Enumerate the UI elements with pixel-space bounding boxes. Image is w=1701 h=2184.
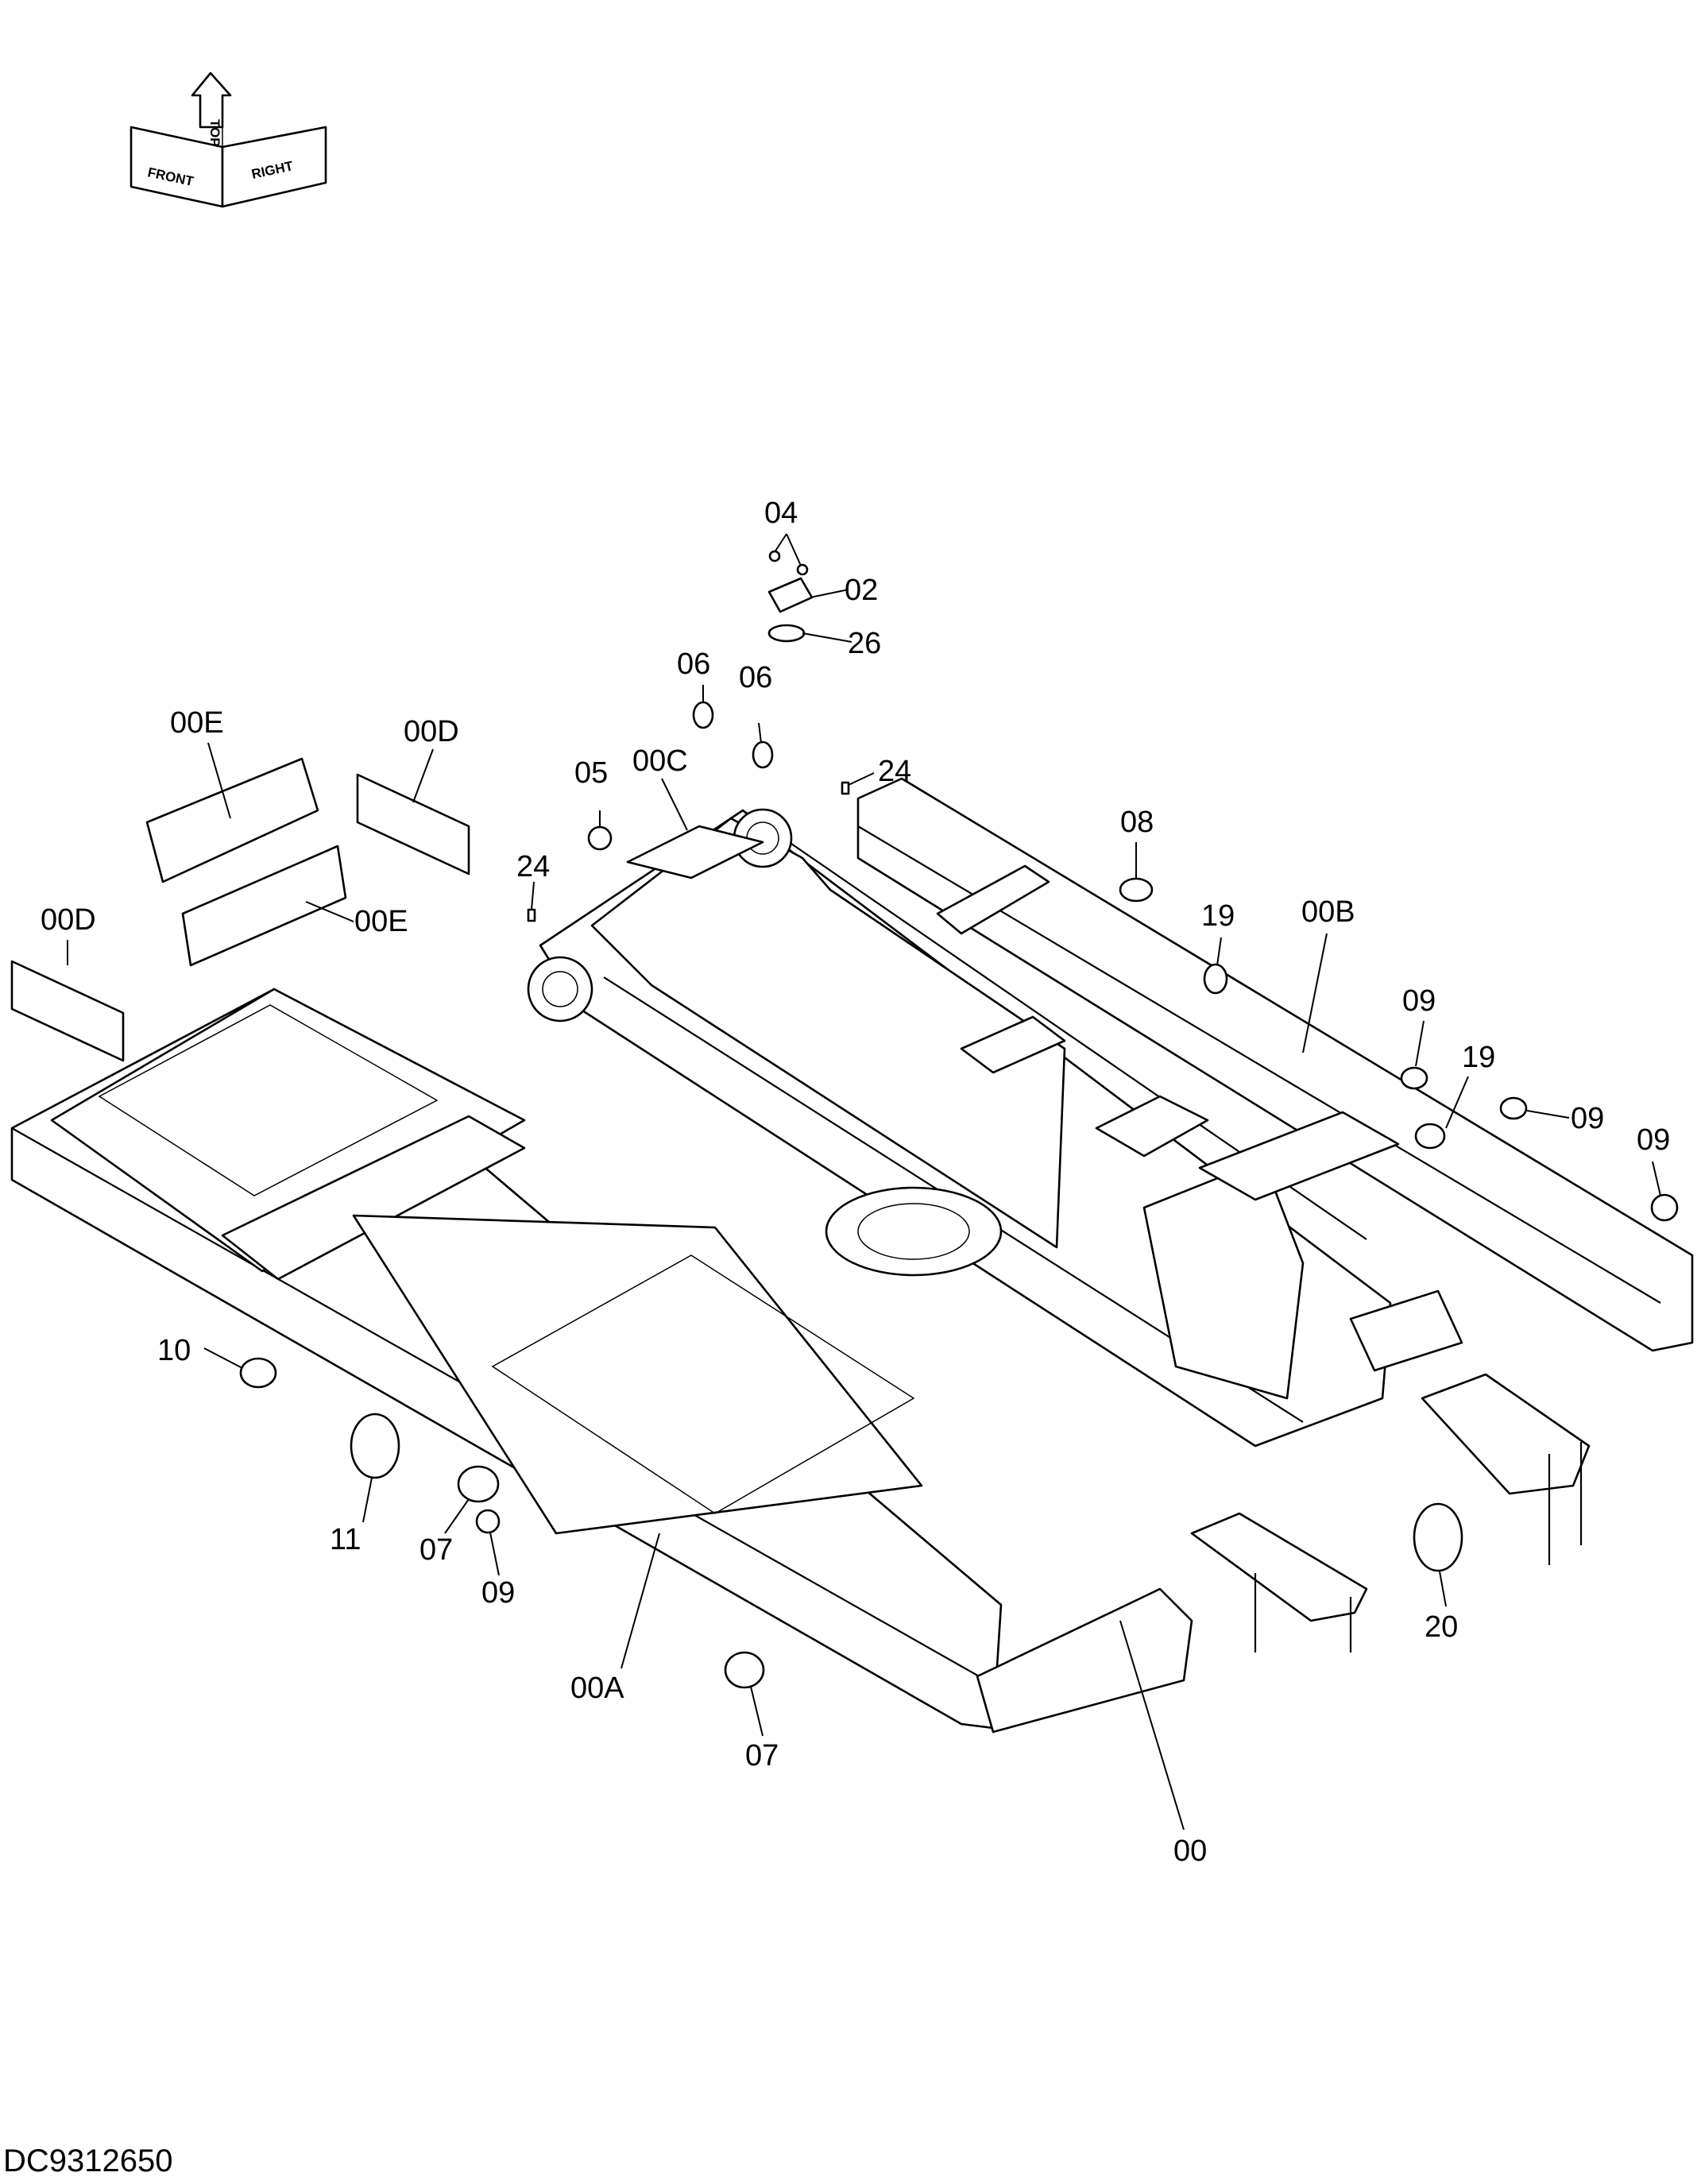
right-deck-strip-3 [1095, 1095, 1209, 1158]
leader-lines [67, 533, 1661, 1830]
callout-02: 02 [845, 574, 878, 607]
callout-00C: 00C [632, 744, 688, 778]
main-frame [10, 777, 1694, 1734]
callout-04: 04 [764, 497, 798, 530]
callout-06a: 06 [677, 647, 710, 681]
callout-00B: 00B [1301, 895, 1355, 929]
right-deck-strip-4 [1198, 1111, 1400, 1201]
front-end-plate [976, 1587, 1193, 1734]
bolt-04b [796, 563, 809, 576]
callout-20: 20 [1425, 1610, 1458, 1644]
right-face-icon [221, 126, 327, 208]
center-deck-plate [352, 1214, 923, 1535]
callout-24a: 24 [878, 755, 911, 788]
grommet-11 [350, 1413, 400, 1479]
swing-bearing-mount [825, 1186, 1003, 1277]
ring-09d [475, 1509, 501, 1534]
callout-09d: 09 [481, 1576, 515, 1610]
ring-09b [1499, 1096, 1528, 1120]
bolt-24b [527, 908, 536, 922]
weight-00D-left [10, 960, 125, 1062]
right-deck-strip-1 [936, 864, 1050, 935]
callout-06b: 06 [739, 661, 772, 694]
drawing-number: DC9312650 [3, 2143, 173, 2178]
ring-07b [724, 1651, 765, 1689]
callout-08: 08 [1120, 806, 1154, 839]
callout-09c: 09 [1637, 1123, 1670, 1157]
front-tower-cap [1349, 1289, 1463, 1372]
cover-plate-02 [767, 577, 814, 613]
callout-00E-top: 00E [170, 706, 224, 740]
ring-10 [239, 1357, 277, 1389]
callout-05: 05 [574, 756, 608, 790]
callout-09a: 09 [1402, 984, 1436, 1018]
callout-10: 10 [157, 1334, 191, 1367]
right-side-beam [856, 777, 1694, 1352]
ring-09c [1650, 1193, 1679, 1222]
grommet-20 [1413, 1502, 1463, 1572]
ring-19a [1203, 963, 1228, 995]
callout-07a: 07 [419, 1533, 453, 1567]
plug-06b [752, 740, 774, 769]
o-ring-26 [767, 624, 806, 643]
plug-05 [587, 825, 613, 851]
callout-19b: 19 [1462, 1041, 1495, 1074]
callout-24b: 24 [516, 850, 550, 883]
loose-parts [10, 550, 1679, 1689]
weight-00D-top [356, 773, 470, 876]
weight-00E-top [145, 757, 319, 883]
callout-07b: 07 [745, 1739, 779, 1772]
top-label: TOP [207, 119, 222, 147]
bolt-04a [768, 550, 781, 562]
callout-00E-mid: 00E [354, 905, 408, 938]
weight-00E-mid [181, 845, 347, 967]
boom-pin-boss-left [527, 956, 593, 1022]
callout-00: 00 [1173, 1834, 1207, 1868]
ring-08 [1119, 877, 1154, 903]
callout-11: 11 [330, 1523, 361, 1556]
ring-09a [1400, 1066, 1428, 1090]
callout-00A: 00A [570, 1672, 624, 1705]
front-outrigger-left [1190, 1512, 1368, 1622]
callout-26: 26 [848, 627, 881, 660]
callout-00D-left: 00D [41, 903, 96, 937]
ring-07a [457, 1465, 500, 1503]
top-arrow-icon [191, 72, 232, 129]
plug-06a [692, 701, 714, 729]
rear-frame-box [50, 988, 526, 1273]
step-plate [626, 825, 764, 879]
callout-19a: 19 [1201, 899, 1235, 933]
bolt-24a [841, 781, 850, 795]
callout-09b: 09 [1571, 1102, 1604, 1135]
callouts: 04 02 26 06 06 24 05 00C 00E 00D 24 00D … [41, 497, 1670, 1868]
right-deck-strip-2 [960, 1015, 1066, 1074]
cross-member-plate [221, 1115, 526, 1281]
callout-00D-top: 00D [404, 715, 459, 748]
front-outrigger-right [1421, 1373, 1591, 1495]
orientation-indicator: FRONT TOP RIGHT [130, 72, 327, 208]
ring-19b [1414, 1123, 1446, 1150]
